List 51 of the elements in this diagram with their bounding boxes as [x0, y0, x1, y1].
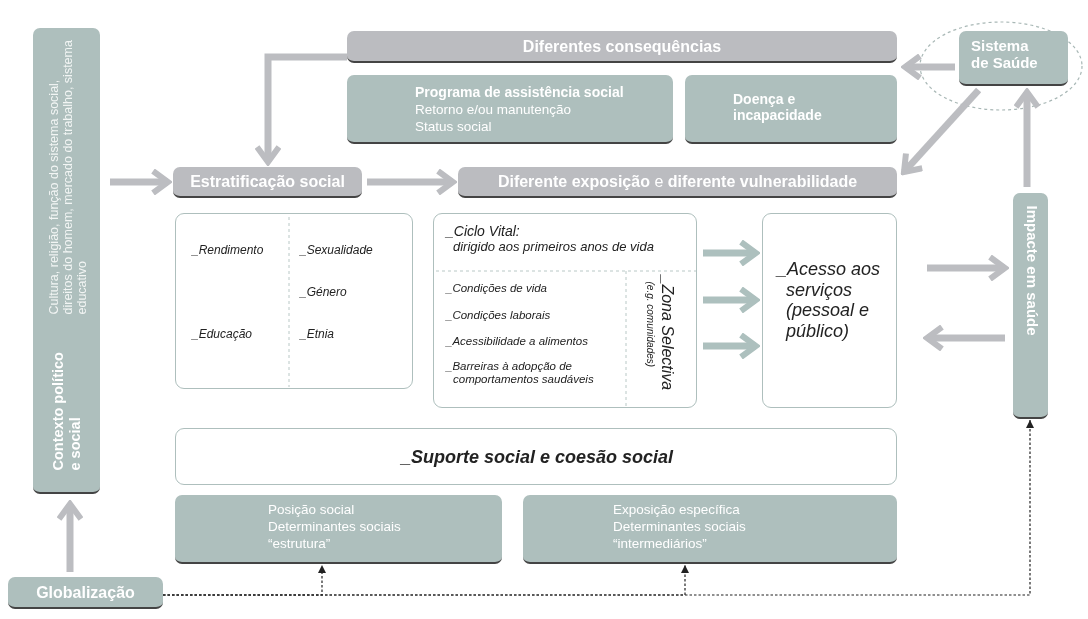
box-label: Determinantes sociais: [613, 519, 747, 535]
list-item: _Condições laborais: [446, 309, 552, 323]
content-box: [433, 213, 697, 408]
section-text: dirigido aos primeiros anos de vida: [453, 240, 655, 255]
box-label: Impacte em saúde: [1022, 205, 1040, 338]
box-text: Retorno e/ou manutenção: [415, 102, 573, 118]
box-label: Diferente exposição e diferente vulnerabilidade: [496, 173, 859, 192]
list-item: _Género: [300, 286, 348, 300]
content-box: [175, 428, 897, 485]
header-bar: [347, 31, 897, 63]
content-box: [175, 213, 413, 389]
list-item: _Educação: [192, 328, 254, 342]
box-label: “intermediários”: [613, 536, 708, 552]
process-box: [959, 31, 1068, 86]
box-label: Determinantes sociais: [268, 519, 402, 535]
zone-note: (e.g. comunidades): [644, 281, 656, 370]
arrow: [901, 87, 982, 175]
box-title: Programa de assistência social: [415, 84, 625, 101]
section-title: _Ciclo Vital:: [446, 223, 521, 240]
list-item: _Sexualidade: [300, 244, 374, 258]
box-label: Doença e incapacidade: [733, 91, 823, 124]
box-label: Globalização: [35, 584, 136, 603]
header-bar: [173, 167, 362, 198]
content-box: [762, 213, 897, 408]
box-label: _Suporte social e coesão social: [399, 447, 675, 468]
list-item: _Rendimento: [192, 244, 265, 258]
arrow: [254, 53, 347, 165]
panel-text: Cultura, religião, função do sistema social, direitos do homem, mercado do trabalho, sistema educativo: [47, 38, 89, 314]
header-bar: [458, 167, 897, 198]
box-label: Estratificação social: [189, 173, 346, 192]
box-label: Exposição específica: [613, 502, 741, 518]
list-item: _Barreiras à adopção de comportamentos saudáveis: [446, 360, 595, 387]
process-box: [8, 577, 163, 609]
box-label: Sistema de Saúde: [971, 37, 1039, 72]
list-item: _Acessibilidade a alimentos: [446, 335, 589, 349]
box-label: “estrutura”: [268, 536, 332, 552]
side-panel: [33, 28, 100, 494]
process-box: [175, 495, 502, 564]
side-panel: [1013, 193, 1048, 419]
panel-title: Contexto político e social: [49, 350, 83, 470]
process-box: [685, 75, 897, 144]
process-box: [347, 75, 673, 144]
box-label: Diferentes consequências: [521, 38, 723, 57]
box-text: Status social: [415, 119, 493, 135]
list-item: _Condições de vida: [446, 282, 548, 296]
list-item: _Etnia: [300, 328, 336, 342]
box-label: _Acesso aos serviços (pessoal e público): [777, 259, 882, 342]
zone-title: _Zona Selectiva: [657, 275, 676, 393]
process-box: [523, 495, 897, 564]
box-label: Posição social: [268, 502, 356, 518]
dotted-arrow: [162, 419, 1034, 596]
